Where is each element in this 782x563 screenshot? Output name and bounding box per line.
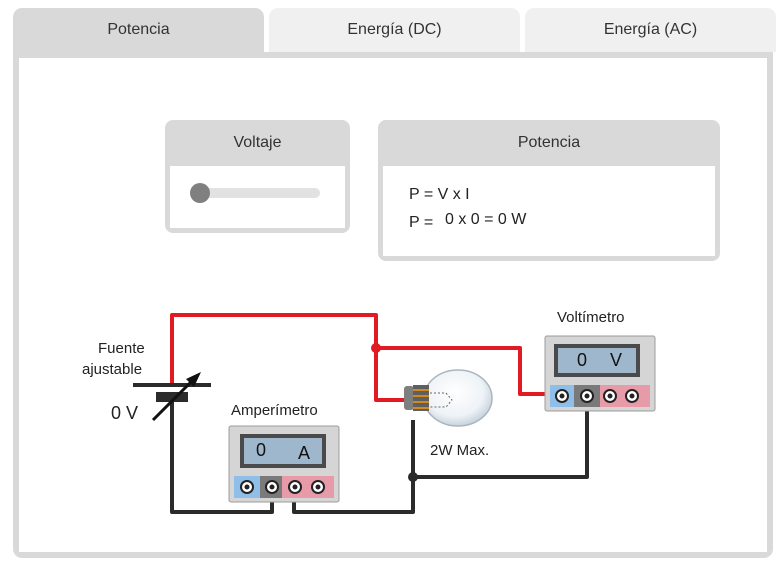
- power-card-title: Potencia: [517, 134, 581, 151]
- source-label-line1: Fuente: [98, 340, 145, 357]
- red-wire: [170, 313, 562, 402]
- ammeter-label: Amperímetro: [231, 402, 318, 419]
- wire-junction: [371, 343, 381, 353]
- power-card: Potencia P = V x I P = 0 x 0 = 0 W: [378, 120, 720, 261]
- bulb-label: 2W Max.: [430, 442, 490, 459]
- ammeter-unit: A: [298, 443, 310, 463]
- ammeter-reading: 0: [256, 440, 266, 460]
- voltage-slider-handle[interactable]: [190, 183, 210, 203]
- tab-label: Potencia: [107, 21, 170, 38]
- tab-label: Energía (DC): [347, 21, 442, 38]
- tab-potencia[interactable]: Potencia: [13, 8, 264, 52]
- voltmeter-unit: V: [610, 350, 622, 370]
- voltmeter-label: Voltímetro: [557, 309, 625, 326]
- tab-energia-dc[interactable]: Energía (DC): [269, 8, 520, 52]
- voltage-card-body: [170, 166, 345, 228]
- power-formula: P = V x I: [409, 186, 470, 203]
- voltage-card: Voltaje: [165, 120, 350, 233]
- voltmeter-reading: 0: [577, 350, 587, 370]
- tab-energia-ac[interactable]: Energía (AC): [525, 8, 776, 52]
- power-formula-value: 0 x 0 = 0 W: [445, 211, 527, 228]
- source-label-line2: ajustable: [82, 361, 143, 378]
- tab-label: Energía (AC): [603, 21, 698, 38]
- voltmeter: 0 V: [544, 335, 656, 412]
- source-voltage: 0 V: [111, 403, 139, 423]
- voltage-card-title: Voltaje: [233, 134, 282, 151]
- battery-icon: [133, 372, 211, 422]
- voltage-slider-track[interactable]: [200, 188, 320, 198]
- wire-junction: [408, 472, 418, 482]
- power-card-body: P = V x I P = 0 x 0 = 0 W: [383, 166, 715, 256]
- power-formula-prefix: P =: [409, 214, 434, 231]
- light-bulb-icon[interactable]: [404, 369, 493, 427]
- ammeter: 0 A: [228, 425, 340, 503]
